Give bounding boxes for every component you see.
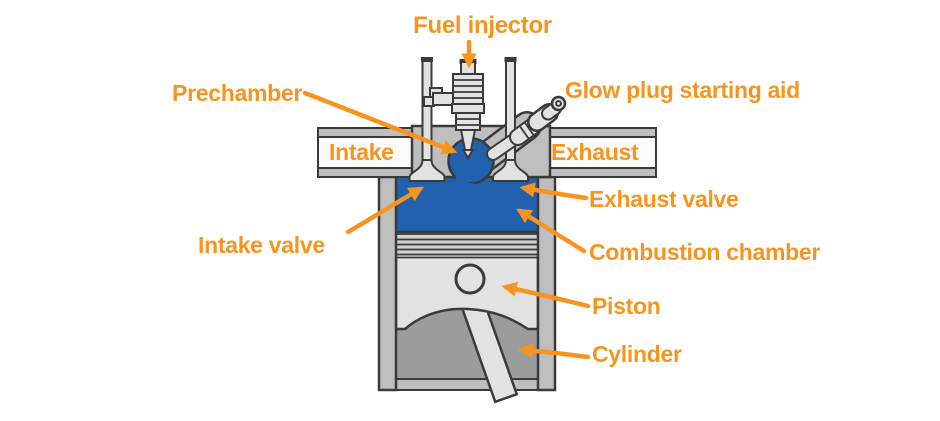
- combustion-chamber-fill: [396, 177, 538, 232]
- piston-arrow: [501, 281, 591, 309]
- combustion-chamber-arrow: [516, 208, 587, 254]
- label-prechamber: Prechamber: [172, 80, 302, 106]
- glow-plug-shape: [486, 95, 567, 161]
- intake-valve-shape: [408, 57, 446, 182]
- wrist-pin: [454, 263, 486, 295]
- exhaust-valve-arrow: [519, 182, 589, 201]
- cylinder-arrow: [517, 343, 591, 360]
- block-bottom: [378, 378, 556, 391]
- label-piston: Piston: [592, 293, 661, 319]
- prechamber-arrow: [302, 90, 458, 155]
- label-glow-plug: Glow plug starting aid: [565, 77, 800, 103]
- prechamber-throat: [455, 172, 500, 185]
- label-intake: Intake: [329, 139, 394, 165]
- leader-arrows: [302, 39, 591, 360]
- cylinder-wall-right: [536, 175, 557, 392]
- intake-valve-arrow: [345, 186, 424, 235]
- label-combustion-chamber: Combustion chamber: [589, 239, 821, 265]
- exhaust-valve-shape: [492, 57, 529, 182]
- label-fuel-injector: Fuel injector: [413, 12, 552, 39]
- label-exhaust: Exhaust: [551, 139, 639, 165]
- label-cylinder: Cylinder: [592, 341, 682, 367]
- piston-ring-grooves: [396, 233, 538, 259]
- label-exhaust-valve: Exhaust valve: [589, 186, 739, 212]
- label-intake-valve: Intake valve: [198, 232, 325, 258]
